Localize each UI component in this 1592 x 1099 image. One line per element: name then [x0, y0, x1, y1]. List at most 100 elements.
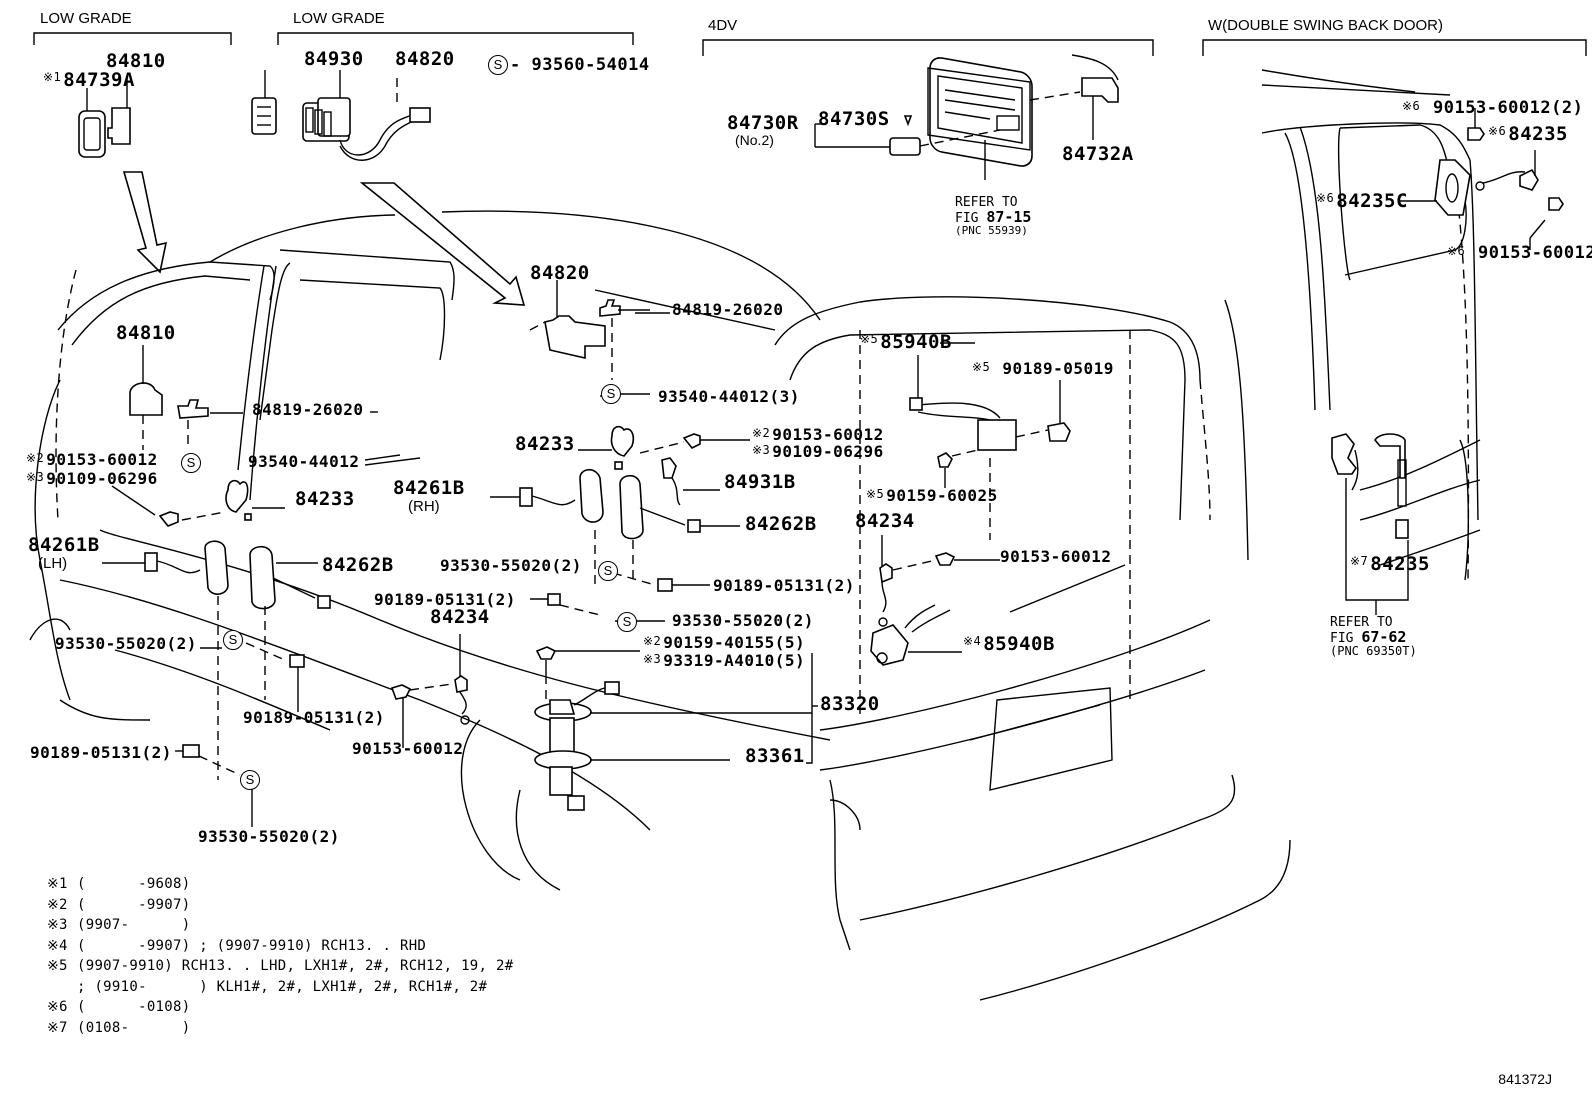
part-label-84930[interactable]: 84930: [304, 48, 364, 70]
part-number: 93560-54014: [531, 55, 650, 75]
part-label-90189-05131-left-mid[interactable]: 90189-05131(2): [243, 708, 385, 727]
service-symbol: S: [488, 55, 508, 75]
refer-to-fig-87-15[interactable]: REFER TO FIG 87-15 (PNC 55939): [955, 196, 1031, 237]
part-number: 90153-60012: [772, 425, 884, 444]
section-header-low-grade-1: LOW GRADE: [40, 10, 132, 27]
section-header-double-swing: W(DOUBLE SWING BACK DOOR): [1208, 17, 1444, 34]
service-symbol: S: [601, 384, 621, 404]
footnote-text: (9907-9910) RCH13. . LHD, LXH1#, 2#, RCH…: [77, 958, 514, 974]
footnote-mark: ※5: [47, 958, 68, 974]
footnote-mark: ※4: [963, 634, 982, 648]
part-label-84810-mid[interactable]: 84810: [116, 322, 176, 344]
footnote-mark: ※3: [643, 652, 662, 666]
4dv-lamp-drawing: [814, 54, 1119, 180]
part-label-93530-55020-bottom[interactable]: 93530-55020(2): [198, 827, 340, 846]
double-swing-door-outline: [1224, 69, 1481, 581]
part-label-84234-right[interactable]: 84234: [855, 510, 915, 532]
footnote-mark: ※2: [47, 896, 68, 913]
part-label-84261b-rh[interactable]: 84261B: [393, 477, 465, 499]
part-label-90153-60012-right[interactable]: 90153-60012: [1000, 547, 1112, 566]
part-label-84732a[interactable]: 84732A: [1062, 143, 1134, 165]
part-number: 90109-06296: [772, 442, 884, 461]
switch-84820-top-drawing: [302, 70, 431, 161]
part-label-93540-44012-3[interactable]: 93540-44012(3): [658, 387, 800, 406]
part-label-84819-26020-left[interactable]: 84819-26020: [252, 400, 364, 419]
section-brackets: [33, 32, 1587, 56]
footnote-mark: ※3: [752, 443, 771, 457]
part-label-84819-26020-mid[interactable]: 84819-26020: [672, 300, 784, 319]
part-label-93560-54014[interactable]: - 93560-54014: [510, 55, 650, 75]
footnote-mark: ※1: [43, 70, 62, 84]
part-label-84262b-mid[interactable]: 84262B: [745, 513, 817, 535]
part-label-84261b-lh[interactable]: 84261B: [28, 534, 100, 556]
part-number: 90159-40155(5): [663, 633, 806, 652]
part-sublabel-lh: (LH): [38, 555, 68, 572]
part-label-83361[interactable]: 83361: [745, 745, 805, 767]
fig-label: FIG: [955, 210, 979, 226]
footnote-mark: ※6: [47, 999, 68, 1015]
part-number: 90109-06296: [46, 469, 158, 488]
part-label-84810-top[interactable]: 84810: [106, 50, 166, 72]
footnote-mark: ※2: [643, 634, 662, 648]
footnote-mark: ※5: [860, 332, 879, 346]
footnote-mark: ※6: [1447, 244, 1466, 258]
part-label-84820-mid[interactable]: 84820: [530, 262, 590, 284]
part-label-90153-60012-2-ds[interactable]: ※6 90153-60012(2): [1402, 100, 1583, 117]
part-label-84730s[interactable]: 84730S: [818, 108, 890, 130]
footnote-row: ※7(0108- ): [47, 1021, 190, 1035]
part-number: 90153-60012: [46, 450, 158, 469]
refer-to-fig-67-62[interactable]: REFER TO FIG 67-62 (PNC 69350T): [1330, 616, 1417, 658]
part-label-90153-60012-low[interactable]: 90153-60012: [352, 739, 464, 758]
part-label-90153-60012-ds[interactable]: ※6 90153-60012: [1447, 245, 1592, 262]
part-label-90189-05131-mid1[interactable]: 90189-05131(2): [713, 576, 855, 595]
footnote-mark: ※6: [1316, 191, 1335, 205]
service-symbol: S: [598, 561, 618, 581]
part-label-93530-55020-mid1[interactable]: 93530-55020(2): [440, 556, 582, 575]
part-label-90189-05131-mid2[interactable]: 90189-05131(2): [374, 590, 516, 609]
part-number: 90189-05019: [1002, 359, 1114, 378]
part-label-84931b[interactable]: 84931B: [724, 471, 796, 493]
part-label-84234-mid[interactable]: 84234: [430, 606, 490, 628]
section-header-low-grade-2: LOW GRADE: [293, 10, 385, 27]
footnote-mark: ※2: [26, 451, 45, 465]
part-label-90189-05131-left-low[interactable]: 90189-05131(2): [30, 743, 172, 762]
part-label-84233-left[interactable]: 84233: [295, 488, 355, 510]
footnote-mark: ※5: [866, 487, 885, 501]
part-label-84233-mid[interactable]: 84233: [515, 433, 575, 455]
part-label-83320[interactable]: 83320: [820, 693, 880, 715]
cover-84930-drawing: [251, 70, 277, 135]
switch-84739a-drawing: [78, 88, 106, 158]
footnote-mark: ※3: [26, 470, 45, 484]
footnote-mark: ※5: [972, 360, 991, 374]
service-symbol: S: [617, 612, 637, 632]
part-label-93530-55020-left[interactable]: 93530-55020(2): [55, 634, 197, 653]
footnote-text: ( -9907): [77, 896, 191, 913]
left-door-parts: [102, 345, 331, 827]
part-label-84820-top[interactable]: 84820: [395, 48, 455, 70]
part-label-93540-44012-left[interactable]: 93540-44012: [248, 452, 360, 471]
part-label-84262b-left[interactable]: 84262B: [322, 554, 394, 576]
fig-number: 87-15: [986, 207, 1032, 226]
footnote-mark: ※4: [47, 937, 68, 954]
service-symbol: S: [223, 630, 243, 650]
part-label-93530-55020-mid2[interactable]: 93530-55020(2): [672, 611, 814, 630]
service-symbol: S: [240, 770, 260, 790]
part-label-84730r[interactable]: 84730R: [727, 112, 799, 134]
double-swing-parts: [1331, 108, 1564, 615]
leader-lines: [364, 289, 1126, 613]
part-label-90189-05019[interactable]: ※5 90189-05019: [972, 361, 1114, 377]
